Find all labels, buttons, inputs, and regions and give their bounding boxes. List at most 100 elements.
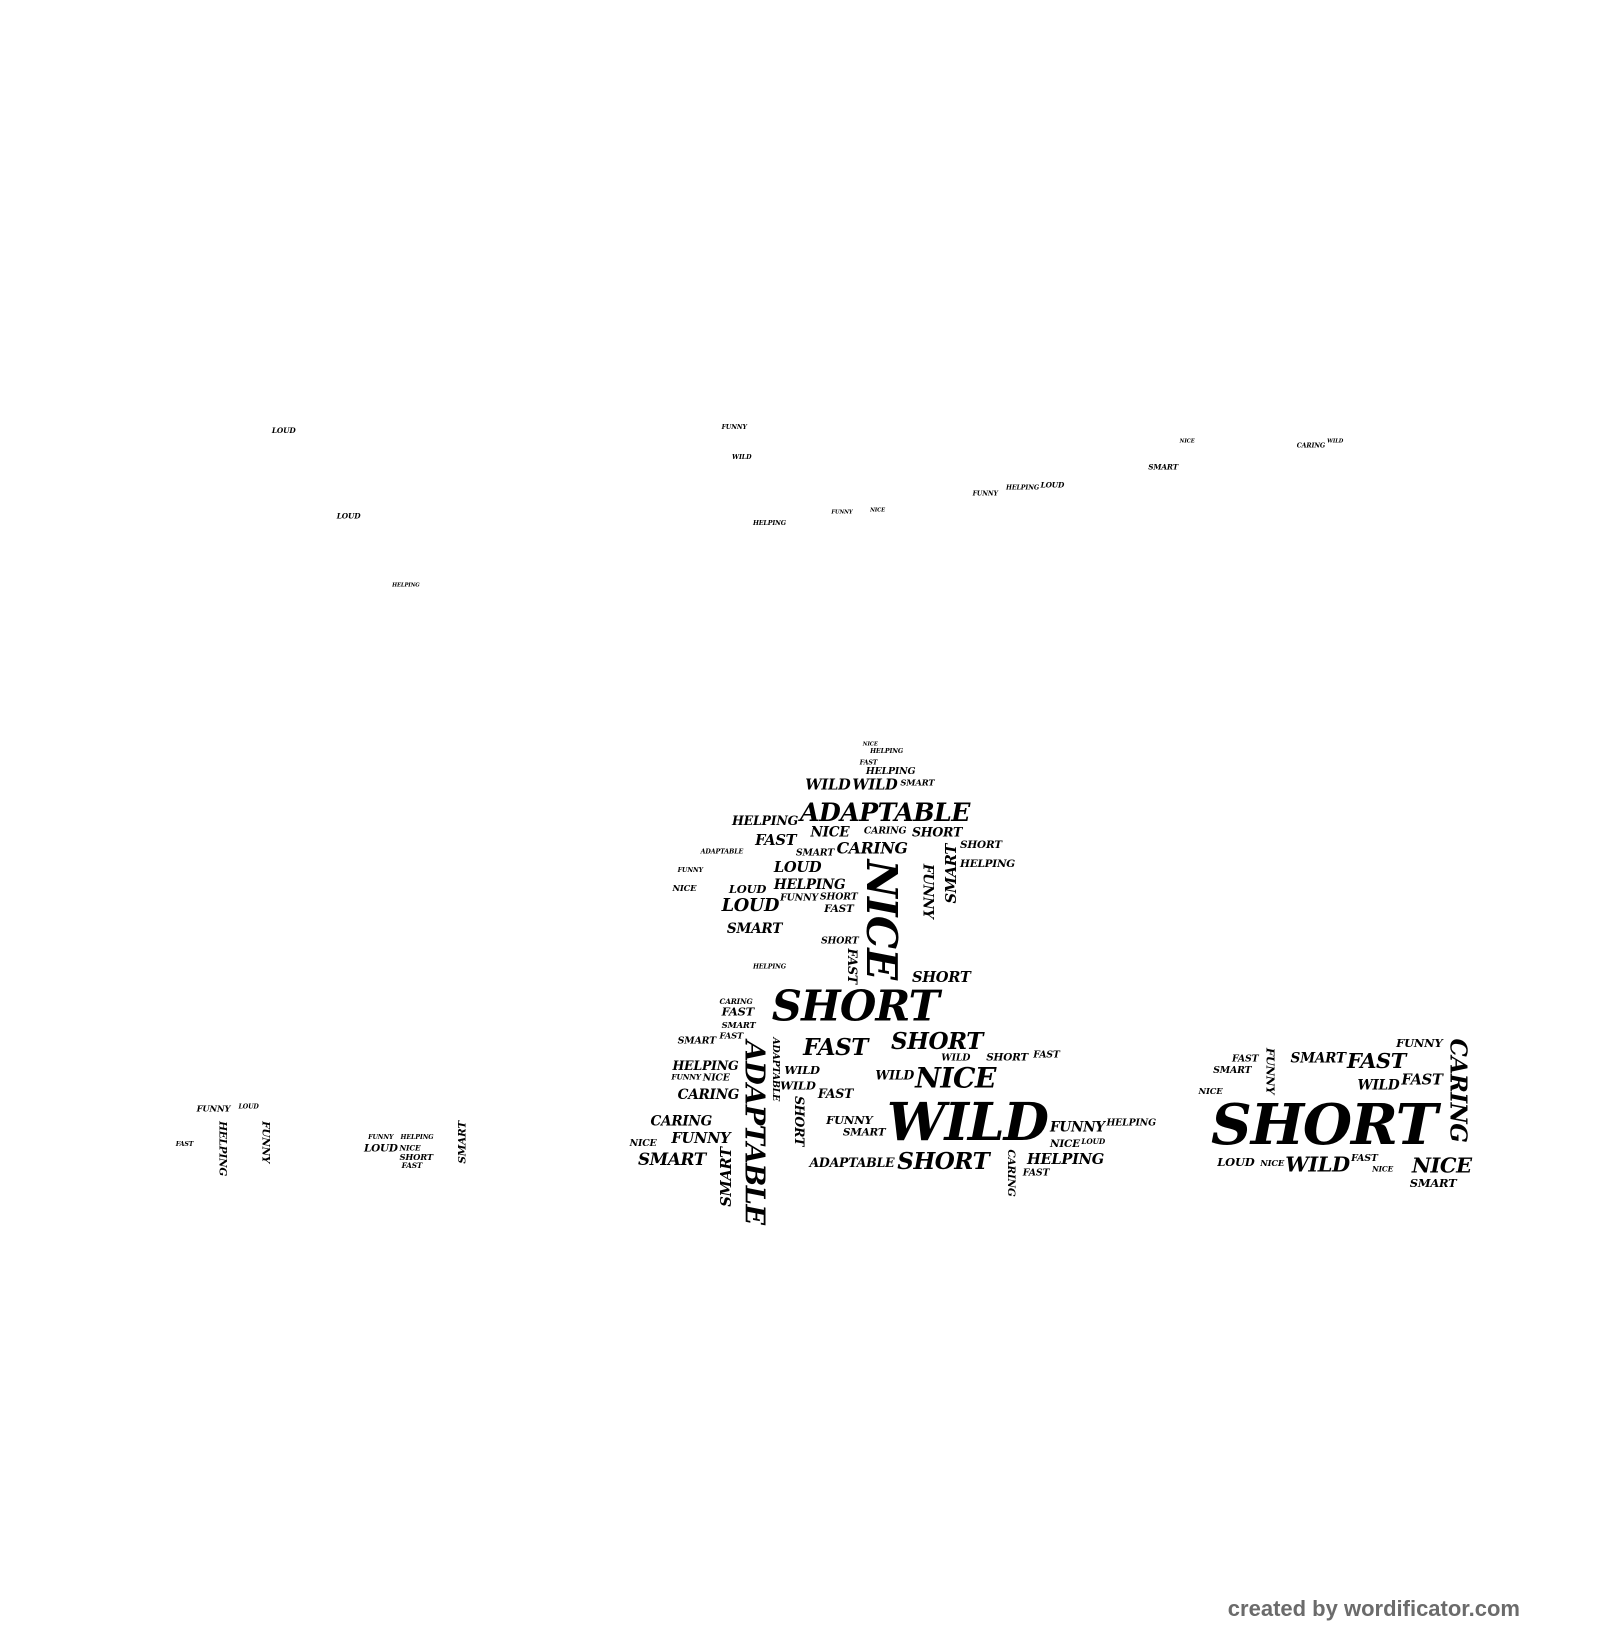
- cloud-word: SMART: [842, 1127, 886, 1139]
- cloud-word: FAST: [1022, 1168, 1050, 1179]
- cloud-word: FUNNY: [919, 863, 935, 919]
- cloud-word: LOUD: [721, 895, 780, 917]
- cloud-word: HELPING: [865, 766, 916, 778]
- cloud-word: LOUD: [238, 1103, 259, 1111]
- cloud-word: SHORT: [911, 969, 971, 987]
- cloud-word: NICE: [399, 1143, 421, 1153]
- cloud-word: WILD: [886, 1090, 1049, 1153]
- cloud-word: SHORT: [791, 1095, 807, 1147]
- cloud-word: NICE: [862, 741, 878, 748]
- cloud-word: ADAPTABLE: [700, 848, 744, 856]
- cloud-word: NICE: [1198, 1085, 1223, 1096]
- cloud-word: FUNNY: [196, 1103, 231, 1114]
- cloud-word: SMART: [900, 777, 935, 788]
- cloud-word: SMART: [718, 1147, 736, 1207]
- cloud-word: HELPING: [752, 519, 786, 528]
- cloud-word: WILD: [875, 1067, 915, 1083]
- cloud-word: FAST: [1346, 1047, 1406, 1073]
- cloud-word: WILD: [1327, 438, 1344, 445]
- cloud-word: SMART: [795, 848, 835, 859]
- cloud-word: SMART: [721, 1019, 756, 1031]
- cloud-word: SHORT: [891, 1028, 983, 1056]
- cloud-word: NICE: [810, 825, 850, 841]
- cloud-word: FUNNY: [721, 423, 747, 431]
- cloud-word: ADAPTABLE: [738, 1040, 770, 1225]
- cloud-word: HELPING: [1026, 1151, 1104, 1169]
- cloud-word: WILD: [780, 1079, 816, 1093]
- cloud-word: WILD: [1357, 1078, 1400, 1094]
- cloud-word: SHORT: [1211, 1090, 1438, 1158]
- cloud-word: SHORT: [960, 839, 1002, 852]
- cloud-word: FUNNY: [826, 1113, 873, 1128]
- cloud-word: LOUD: [271, 425, 296, 436]
- cloud-word: LOUD: [1040, 480, 1065, 490]
- cloud-word: SMART: [1409, 1176, 1457, 1191]
- cloud-word: LOUD: [728, 882, 767, 897]
- cloud-word: SMART: [1290, 1051, 1347, 1067]
- cloud-word: SMART: [1148, 462, 1179, 472]
- cloud-word: CARING: [1296, 442, 1326, 450]
- cloud-word: SMART: [1213, 1065, 1252, 1077]
- cloud-word: FUNNY: [671, 1071, 701, 1082]
- cloud-word: SHORT: [911, 825, 963, 840]
- cloud-word: WILD: [1285, 1151, 1350, 1177]
- cloud-word: HELPING: [216, 1121, 228, 1177]
- cloud-word: ADAPTABLE: [809, 1155, 895, 1171]
- cloud-word: NICE: [1049, 1138, 1080, 1151]
- cloud-word: CARING: [863, 826, 907, 837]
- cloud-word: FUNNY: [972, 490, 998, 498]
- cloud-word: FAST: [175, 1140, 194, 1149]
- cloud-word: HELPING: [1006, 484, 1040, 492]
- cloud-word: HELPING: [960, 858, 1016, 871]
- cloud-word: SMART: [726, 921, 783, 938]
- cloud-word: CARING: [650, 1113, 712, 1130]
- cloud-word: FAST: [1231, 1054, 1259, 1065]
- cloud-word: CARING: [836, 838, 908, 858]
- cloud-word: WILD: [805, 777, 851, 794]
- cloud-word: FUNNY: [1049, 1120, 1105, 1136]
- cloud-word: FAST: [845, 948, 860, 984]
- cloud-word: FUNNY: [671, 1130, 731, 1148]
- cloud-word: SHORT: [819, 892, 858, 903]
- cloud-word: SMART: [943, 843, 961, 904]
- cloud-word: NICE: [870, 507, 886, 514]
- cloud-word: FAST: [1351, 1153, 1378, 1164]
- cloud-word: WILD: [732, 453, 752, 462]
- cloud-word: SMART: [457, 1121, 469, 1164]
- cloud-word: FAST: [859, 759, 878, 767]
- cloud-word: LOUD: [1081, 1136, 1106, 1147]
- cloud-word: LOUD: [773, 859, 822, 877]
- cloud-word: LOUD: [363, 1143, 398, 1155]
- cloud-word: FUNNY: [368, 1133, 394, 1141]
- cloud-word: HELPING: [732, 813, 799, 829]
- cloud-word: SHORT: [399, 1151, 433, 1162]
- cloud-word: FUNNY: [1263, 1047, 1277, 1095]
- cloud-word: FAST: [401, 1160, 423, 1171]
- cloud-word: FAST: [824, 903, 854, 916]
- cloud-word: WILD: [852, 777, 898, 794]
- cloud-word: SHORT: [820, 935, 859, 947]
- cloud-word: FAST: [1033, 1049, 1060, 1061]
- cloud-word: NICE: [915, 1062, 996, 1095]
- cloud-word: ADAPTABLE: [800, 796, 970, 828]
- cloud-word: SHORT: [897, 1148, 990, 1176]
- cloud-word: CARING: [1005, 1149, 1017, 1197]
- cloud-word: CARING: [719, 996, 753, 1007]
- cloud-word: NICE: [1411, 1152, 1472, 1178]
- cloud-word: FUNNY: [780, 893, 819, 904]
- cloud-word: SHORT: [771, 982, 940, 1032]
- cloud-word: FUNNY: [831, 509, 853, 516]
- cloud-word: NICE: [1179, 438, 1195, 445]
- cloud-word: FUNNY: [677, 866, 703, 875]
- cloud-word: HELPING: [392, 582, 420, 589]
- cloud-word: NICE: [672, 882, 697, 894]
- cloud-word: FAST: [803, 1034, 868, 1062]
- cloud-word: CARING: [677, 1087, 740, 1104]
- watermark-credit: created by wordificator.com: [1227, 1596, 1520, 1621]
- cloud-word: LOUD: [336, 511, 361, 521]
- cloud-word: HELPING: [773, 877, 846, 894]
- cloud-word: HELPING: [400, 1133, 434, 1141]
- cloud-word: FAST: [719, 1030, 744, 1041]
- cloud-word: NICE: [1372, 1163, 1394, 1174]
- cloud-word: HELPING: [870, 747, 904, 756]
